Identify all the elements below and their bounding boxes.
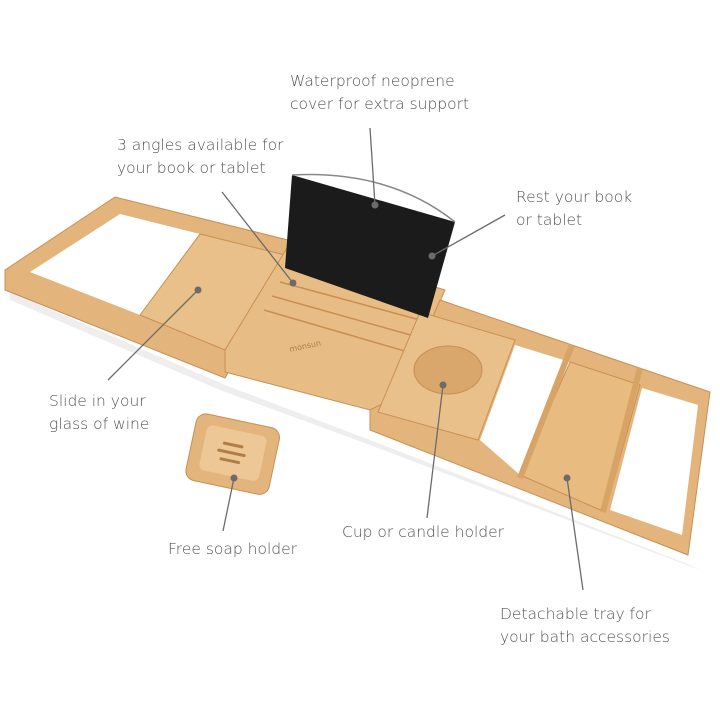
callout-line: your bath accessories [500, 628, 670, 646]
callout-lines [107, 127, 584, 591]
callout-line: Cup or candle holder [342, 523, 505, 541]
callout-line: Waterproof neoprene [290, 72, 455, 90]
callout-cup-holder: Cup or candle holder [342, 521, 504, 544]
callout-line: glass of wine [49, 415, 150, 433]
callout-line: Detachable tray for [500, 605, 651, 623]
callout-line: Free soap holder [168, 540, 298, 558]
tablet-holder-wire [291, 173, 456, 223]
callout-line: 3 angles available for [117, 136, 284, 154]
callout-waterproof-cover: Waterproof neoprene cover for extra supp… [290, 70, 469, 116]
right-frame-opening-2 [610, 388, 698, 535]
callout-line: your book or tablet [117, 159, 266, 177]
callout-soap-holder: Free soap holder [168, 538, 297, 561]
left-frame-opening [30, 214, 200, 315]
tray-rail [600, 367, 643, 513]
neoprene-cover [285, 175, 455, 318]
callout-line: Rest your book [516, 188, 633, 206]
tablet-angle-slots [263, 281, 421, 353]
soap-holder [185, 413, 280, 495]
tray-rail [517, 343, 575, 480]
callout-wine-glass: Slide in your glass of wine [49, 390, 149, 436]
shadow [10, 292, 700, 570]
callout-line: or tablet [516, 211, 583, 229]
callout-three-angles: 3 angles available for your book or tabl… [117, 134, 283, 180]
callout-detachable-tray: Detachable tray for your bath accessorie… [500, 603, 670, 649]
right-frame-opening-1 [480, 345, 570, 475]
callout-line: Slide in your [49, 392, 146, 410]
callout-line: cover for extra support [290, 95, 470, 113]
cup-holder-hole [413, 345, 483, 395]
callout-rest-book: Rest your book or tablet [516, 186, 632, 232]
